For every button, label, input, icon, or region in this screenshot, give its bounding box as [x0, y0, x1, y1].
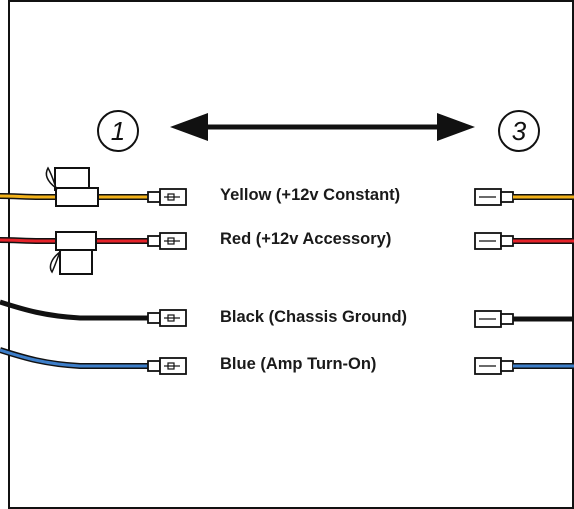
diagram-border: [8, 0, 574, 509]
inline-fuse-holder-icon: [49, 231, 97, 275]
black-wire-left: [0, 299, 148, 321]
wire-label-red: Red (+12v Accessory): [220, 230, 392, 248]
male-spade-connector-icon: [474, 310, 514, 328]
male-spade-connector-icon: [474, 232, 514, 250]
inline-fuse-holder-icon: [45, 166, 99, 207]
red-wire-left: [0, 237, 148, 244]
step-number-right: 3: [498, 110, 540, 152]
yellow-wire-left: [0, 193, 148, 200]
double-arrow-icon: [170, 113, 475, 141]
male-spade-connector-icon: [474, 188, 514, 206]
female-spade-connector-icon: [147, 232, 187, 250]
wire-label-blue: Blue (Amp Turn-On): [220, 355, 377, 373]
blue-wire-left: [0, 347, 148, 369]
male-spade-connector-icon: [474, 357, 514, 375]
female-spade-connector-icon: [147, 309, 187, 327]
wire-label-yellow: Yellow (+12v Constant): [220, 186, 401, 204]
female-spade-connector-icon: [147, 188, 187, 206]
step-number-left: 1: [97, 110, 139, 152]
female-spade-connector-icon: [147, 357, 187, 375]
wire-label-black: Black (Chassis Ground): [220, 308, 408, 326]
